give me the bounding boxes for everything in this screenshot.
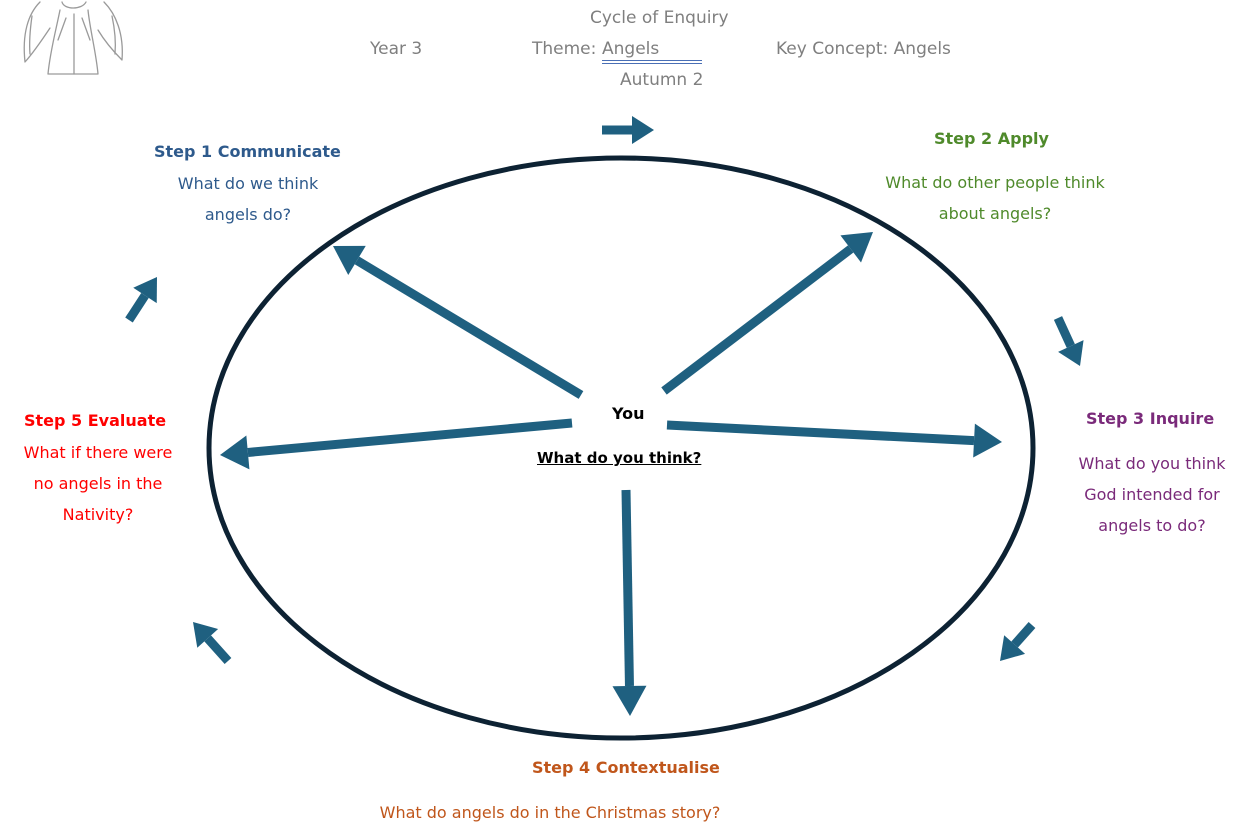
step-1-title: Step 1 Communicate (154, 142, 341, 161)
step-5-title: Step 5 Evaluate (24, 411, 167, 430)
cycle-arrow-right-upper-shaft (1053, 316, 1075, 348)
cycle-arrow-left-upper (125, 277, 157, 323)
step-3-question-line: God intended for (1084, 485, 1220, 504)
step-2-question-line: What do other people think (885, 173, 1105, 192)
step-3-title: Step 3 Inquire (1086, 409, 1215, 428)
cycle-arrow-left-upper-head (133, 277, 157, 304)
arrow-to-step-1-shaft (354, 256, 584, 399)
arrow-to-step-2 (661, 232, 873, 395)
cycle-arrow-right-lower-shaft (1011, 622, 1036, 648)
theme-underline-double (602, 63, 702, 64)
cycle-arrow-left-lower (193, 622, 232, 665)
cycle-arrow-right-lower (1000, 622, 1036, 661)
cycle-arrow-right-lower-head (1000, 635, 1026, 661)
arrow-to-step-3-shaft (666, 420, 975, 446)
step-2-question-line: about angels? (938, 204, 1052, 223)
arrow-to-step-3 (666, 420, 1002, 458)
theme-underline (602, 60, 702, 61)
year-label: Year 3 (370, 39, 423, 59)
step-4-title: Step 4 Contextualise (532, 758, 720, 777)
angel-sketch-icon (23, 1, 123, 75)
center-question: What do you think? (537, 449, 702, 467)
cycle-arrow-right-upper-head (1058, 340, 1084, 366)
step-3-question-line: angels to do? (1098, 516, 1206, 535)
term-label: Autumn 2 (620, 70, 704, 90)
step-5-question-line: no angels in the (33, 474, 163, 493)
key-concept-label: Key Concept: Angels (776, 39, 951, 59)
cycle-arrow-top-head (632, 116, 654, 144)
cycle-arrow-left-lower-shaft (204, 635, 232, 665)
step-4-question: What do angels do in the Christmas story… (330, 797, 770, 824)
cycle-ellipse (206, 155, 1036, 741)
step-1-question-line: What do we think (177, 174, 319, 193)
arrow-to-step-4 (612, 489, 647, 716)
step-5-question-line: Nativity? (62, 505, 134, 524)
step-1-question: What do we think angels do? (148, 168, 348, 230)
arrow-to-step-3-head (973, 423, 1002, 458)
arrow-to-step-4-shaft (621, 489, 634, 687)
arrow-to-step-4-head (612, 685, 647, 716)
step-3-question-line: What do you think (1078, 454, 1226, 473)
step-3-question: What do you think God intended for angel… (1060, 448, 1244, 541)
arrow-to-step-5-shaft (247, 418, 573, 457)
arrows-layer (125, 116, 1084, 716)
step-2-question: What do other people think about angels? (855, 167, 1135, 229)
cycle-arrow-right-upper (1053, 316, 1084, 366)
arrow-to-step-1-head (333, 245, 366, 275)
arrow-to-step-5 (220, 418, 573, 470)
cycle-arrow-left-lower-head (193, 622, 219, 648)
arrow-to-step-1 (333, 245, 584, 399)
center-label: You (612, 404, 645, 423)
theme-value: Angels (602, 39, 660, 59)
arrow-to-step-5-head (220, 435, 250, 470)
step-5-question: What if there were no angels in the Nati… (4, 437, 192, 530)
step-5-question-line: What if there were (23, 443, 173, 462)
step-1-question-line: angels do? (204, 205, 292, 224)
step-4-question-line: What do angels do in the Christmas story… (379, 803, 721, 822)
step-2-title: Step 2 Apply (934, 129, 1049, 148)
cycle-arrow-top (602, 116, 654, 144)
arrow-to-step-2-shaft (661, 245, 854, 395)
cycle-arrow-left-upper-shaft (125, 292, 149, 323)
arrow-to-step-2-head (840, 232, 873, 263)
theme-label: Theme: (532, 39, 597, 59)
page-title: Cycle of Enquiry (590, 8, 729, 28)
